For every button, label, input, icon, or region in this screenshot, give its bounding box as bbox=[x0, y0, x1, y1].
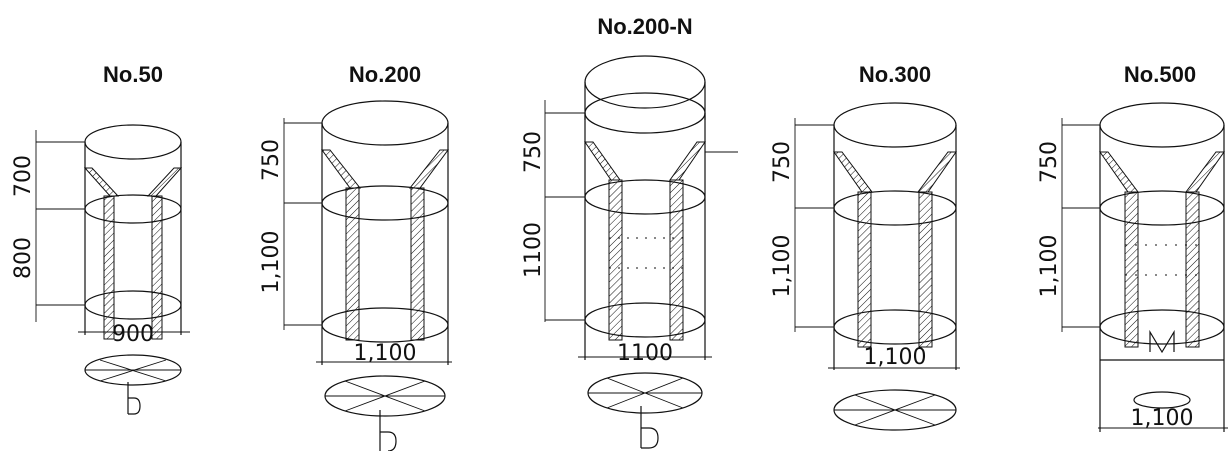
bottom-ellipse bbox=[833, 309, 957, 345]
bag-no50: 700 800 900 bbox=[11, 124, 190, 415]
mid-ellipse bbox=[584, 179, 706, 215]
discharge-spout bbox=[127, 382, 141, 415]
column-hatch-right bbox=[410, 187, 425, 341]
top-ellipse bbox=[584, 92, 706, 134]
funnel-hatch-right bbox=[1185, 151, 1225, 193]
column-hatch-right bbox=[669, 179, 684, 341]
dim-width-label: 1,100 bbox=[864, 345, 927, 370]
mid-ellipse bbox=[833, 190, 957, 226]
dim-top-label: 750 bbox=[1037, 141, 1062, 183]
mid-ellipse bbox=[321, 185, 449, 221]
discharge-spout bbox=[379, 410, 397, 451]
dim-width-label: 1,100 bbox=[354, 341, 417, 366]
top-ellipse bbox=[84, 124, 182, 160]
bottom-ellipse bbox=[1099, 309, 1225, 345]
dim-middle-label: 1100 bbox=[521, 222, 546, 278]
mid-ellipse bbox=[84, 194, 182, 224]
top-ellipse bbox=[833, 102, 957, 148]
title-no200n: No.200-N bbox=[597, 14, 693, 39]
dim-top-label: 700 bbox=[11, 155, 36, 197]
dim-width-label: 1,100 bbox=[1131, 406, 1194, 431]
title-no200: No.200 bbox=[348, 62, 422, 87]
bottom-ellipse bbox=[584, 302, 706, 338]
discharge-valve bbox=[1149, 329, 1175, 354]
funnel-hatch-right bbox=[669, 141, 706, 181]
dim-top-label: 750 bbox=[770, 141, 795, 183]
funnel-hatch-left bbox=[83, 167, 120, 197]
bottom-ellipse bbox=[84, 290, 182, 320]
dim-middle-label: 800 bbox=[11, 237, 36, 279]
lid-ellipse bbox=[584, 55, 706, 109]
dim-middle-label: 1,100 bbox=[1037, 235, 1062, 298]
dim-top-label: 750 bbox=[259, 139, 284, 181]
bottom-view-line bbox=[606, 377, 684, 409]
funnel-hatch-right bbox=[146, 167, 183, 197]
funnel-hatch-left bbox=[833, 151, 873, 193]
column-hatch-left bbox=[345, 187, 360, 341]
funnel-hatch-right bbox=[917, 151, 957, 193]
title-no50: No.50 bbox=[103, 62, 163, 87]
top-ellipse bbox=[321, 100, 449, 146]
bottom-ellipse bbox=[321, 307, 449, 343]
funnel-hatch-left bbox=[584, 141, 621, 181]
mid-ellipse bbox=[1099, 190, 1225, 226]
bottom-view-line bbox=[854, 394, 936, 426]
funnel-hatch-left bbox=[321, 149, 362, 189]
top-ellipse bbox=[1099, 102, 1225, 148]
dim-width-label: 900 bbox=[112, 322, 154, 347]
discharge-spout bbox=[640, 406, 659, 449]
bag-no500: 750 1,100 1,100 bbox=[1037, 102, 1228, 432]
bag-no200n: 750 1100 1100 bbox=[521, 55, 738, 449]
bag-no200: 750 1,100 1,100 bbox=[259, 100, 452, 451]
dim-width-label: 1100 bbox=[617, 341, 673, 366]
title-no300: No.300 bbox=[858, 62, 932, 87]
bottom-view-ellipse bbox=[1133, 391, 1191, 409]
bottom-view-line bbox=[99, 359, 167, 382]
bag-no300: 750 1,100 1,100 bbox=[770, 102, 960, 431]
title-no500: No.500 bbox=[1123, 62, 1197, 87]
column-hatch-left bbox=[103, 195, 115, 340]
column-hatch-left bbox=[1124, 191, 1139, 348]
dim-middle-label: 1,100 bbox=[770, 235, 795, 298]
dim-top-label: 750 bbox=[521, 131, 546, 173]
bottom-view-line bbox=[344, 380, 426, 412]
column-hatch-left bbox=[857, 191, 872, 348]
column-hatch-right bbox=[151, 195, 163, 340]
column-hatch-right bbox=[918, 191, 933, 348]
column-hatch-right bbox=[1185, 191, 1200, 348]
column-hatch-left bbox=[608, 179, 623, 341]
funnel-hatch-right bbox=[408, 149, 449, 189]
funnel-hatch-left bbox=[1099, 151, 1139, 193]
dim-middle-label: 1,100 bbox=[259, 231, 284, 294]
